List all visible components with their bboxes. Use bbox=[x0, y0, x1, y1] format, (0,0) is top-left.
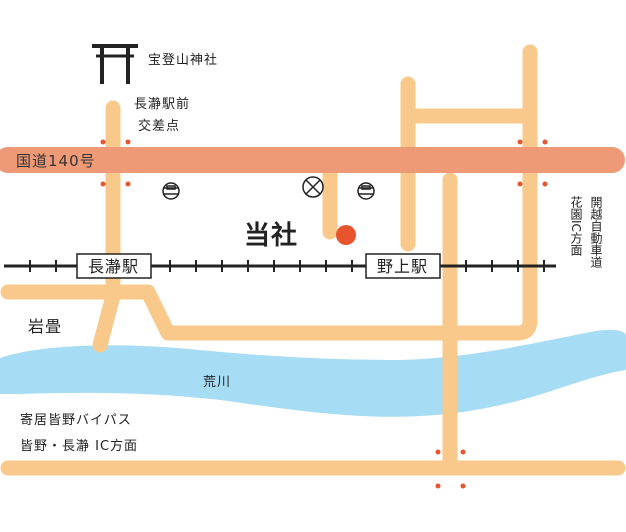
bank-icon bbox=[162, 182, 180, 200]
river-label: 荒川 bbox=[203, 375, 231, 390]
bank-icon-2 bbox=[357, 182, 375, 200]
station-nogami-box bbox=[365, 253, 441, 279]
hanazono-ic-label: 花園IC方面 bbox=[569, 195, 583, 256]
bypass-label-line2: 皆野・長瀞 IC方面 bbox=[20, 438, 138, 454]
police-box-icon bbox=[302, 176, 324, 198]
intersection-label-line2: 交差点 bbox=[138, 118, 180, 134]
road-network bbox=[0, 44, 626, 476]
ours-label: 当社 bbox=[244, 220, 298, 251]
bypass-label-line1: 寄居皆野バイパス bbox=[20, 412, 132, 428]
station-nogami-label: 野上駅 bbox=[377, 257, 428, 276]
area-iwadatami-label: 岩畳 bbox=[28, 317, 62, 336]
arakawa-river bbox=[0, 329, 626, 417]
torii-gate-icon bbox=[92, 44, 138, 84]
location-marker-icon bbox=[336, 225, 356, 245]
shrine-label: 宝登山神社 bbox=[148, 52, 218, 68]
expressway-label: 開越自動車道 bbox=[589, 196, 603, 268]
route-140-label: 国道140号 bbox=[16, 152, 96, 170]
intersection-label-line1: 長瀞駅前 bbox=[134, 96, 190, 112]
traffic-signal-dots bbox=[100, 139, 548, 489]
station-nagatoro-label: 長瀞駅 bbox=[88, 257, 139, 276]
station-nagatoro-box bbox=[76, 253, 152, 279]
